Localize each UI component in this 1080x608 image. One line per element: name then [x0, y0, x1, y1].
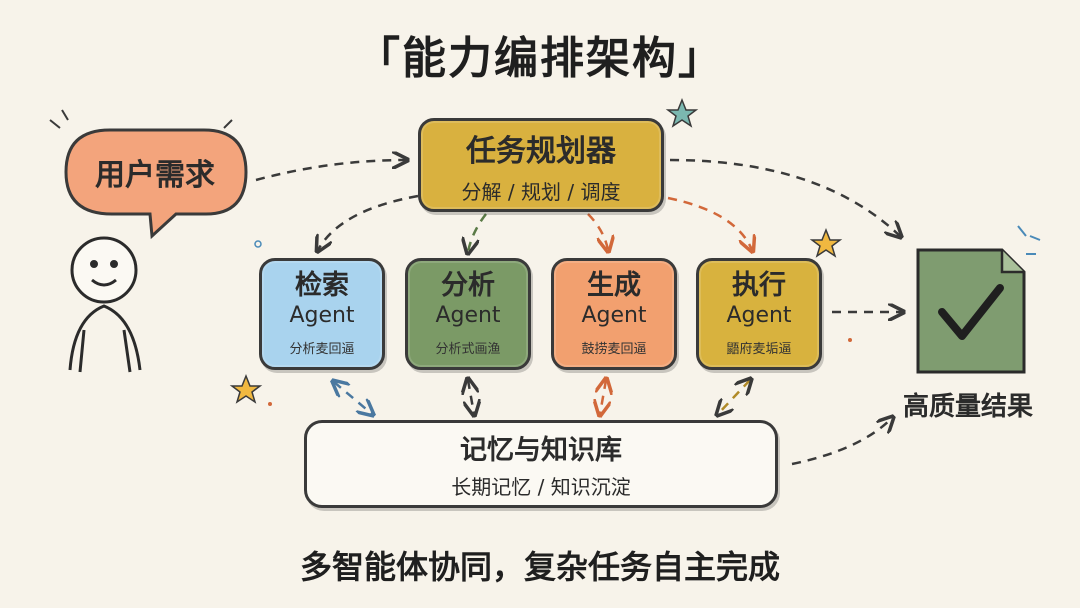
- agent-name: 检索: [295, 270, 349, 302]
- agent-name: 执行: [732, 270, 786, 302]
- memory-subtitle: 长期记忆 / 知识沉淀: [451, 475, 631, 499]
- agent-description: 鼓捞麦回逼: [581, 341, 647, 357]
- planner-title: 任务规划器: [466, 133, 616, 169]
- agent-label: Agent: [435, 303, 501, 329]
- task-planner-box: 任务规划器 分解 / 规划 / 调度: [418, 118, 664, 212]
- agent-label: Agent: [581, 303, 647, 329]
- memory-knowledge-box: 记忆与知识库 长期记忆 / 知识沉淀: [304, 420, 778, 508]
- diagram-title: 「能力编排架构」: [356, 33, 724, 84]
- agent-description: 鼯府麦垢逼: [726, 341, 792, 357]
- agent-description: 分析麦回逼: [289, 341, 355, 357]
- result-label: 高质量结果: [902, 392, 1033, 422]
- user-figure-icon: [68, 236, 142, 373]
- diagram-caption: 多智能体协同，复杂任务自主完成: [299, 548, 780, 586]
- agent-label: Agent: [726, 303, 792, 329]
- agent-box-retrieval: 检索 Agent 分析麦回逼: [259, 258, 385, 370]
- planner-subtitle: 分解 / 规划 / 调度: [461, 179, 621, 204]
- agent-description: 分析式画渔: [435, 341, 501, 357]
- user-request-label: 用户需求: [95, 158, 215, 193]
- result-document-icon: [916, 225, 1041, 374]
- agent-box-generation: 生成 Agent 鼓捞麦回逼: [551, 258, 677, 370]
- agent-box-analysis: 分析 Agent 分析式画渔: [405, 258, 531, 370]
- agent-label: Agent: [289, 303, 355, 329]
- memory-title: 记忆与知识库: [460, 435, 622, 466]
- speech-bubble: [49, 109, 248, 240]
- decorative-stars-icon: [229, 97, 852, 406]
- agent-name: 生成: [587, 270, 641, 302]
- agent-name: 分析: [441, 270, 495, 302]
- agent-box-execution: 执行 Agent 鼯府麦垢逼: [696, 258, 822, 370]
- flow-arrows: [255, 160, 902, 466]
